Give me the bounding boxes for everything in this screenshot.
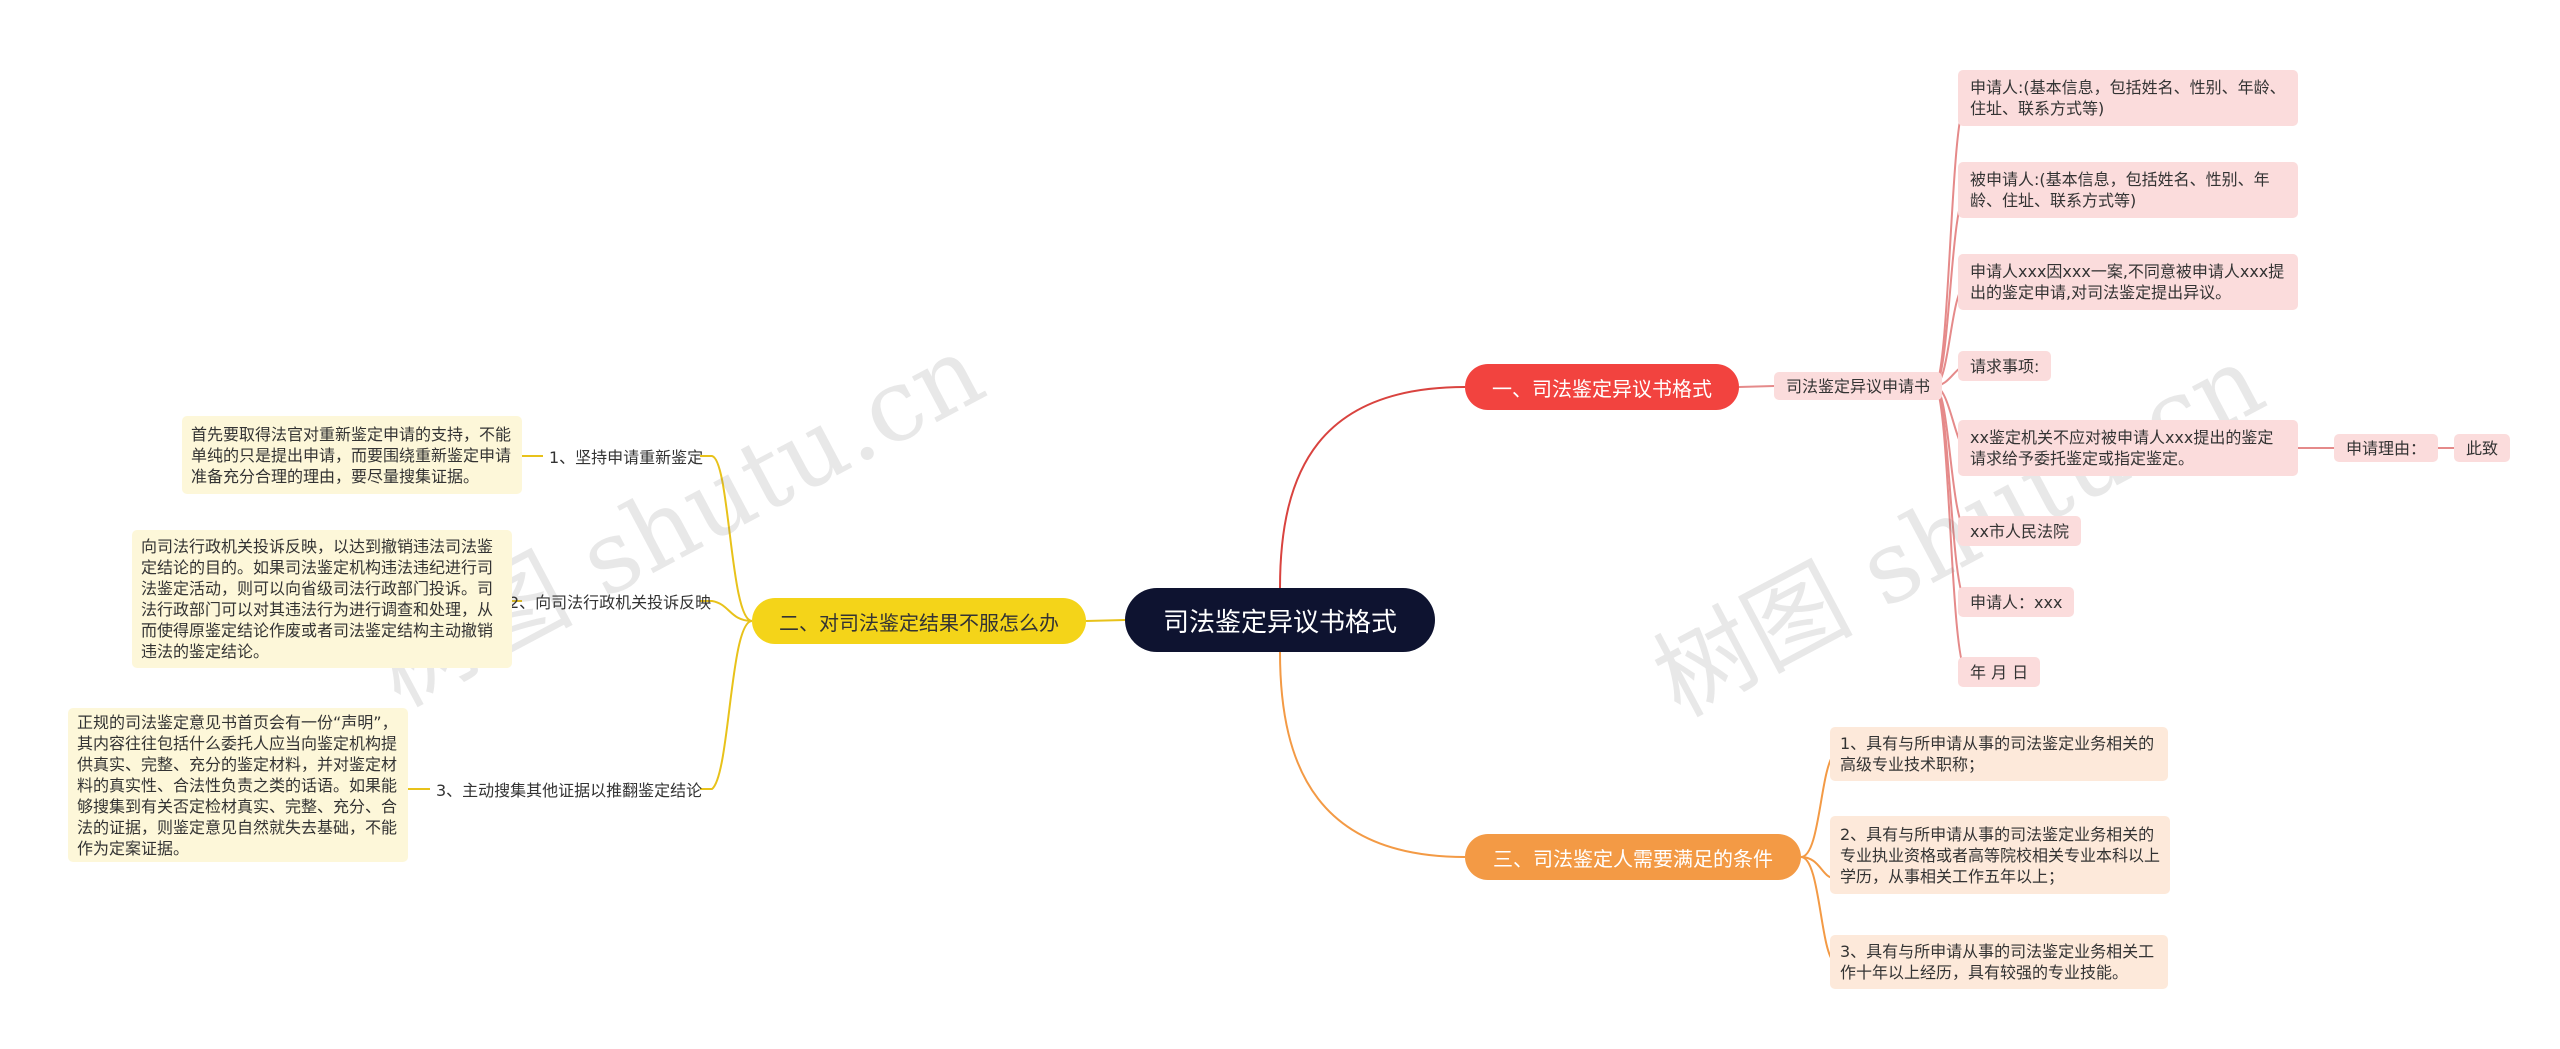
objection-statement-item[interactable]: 申请人xxx因xxx一案,不同意被申请人xxx提出的鉴定申请,对司法鉴定提出异议… bbox=[1958, 254, 2298, 310]
condition-2-item[interactable]: 2、具有与所申请从事的司法鉴定业务相关的专业执业资格或者高等院校相关专业本科以上… bbox=[1830, 816, 2170, 894]
respondent-info-item[interactable]: 被申请人:(基本信息，包括姓名、性别、年龄、住址、联系方式等) bbox=[1958, 162, 2298, 218]
reason-value[interactable]: 此致 bbox=[2454, 434, 2511, 462]
branch-3-topic[interactable]: 三、司法鉴定人需要满足的条件 bbox=[1465, 834, 1801, 880]
branch-2-item-2-detail[interactable]: 向司法行政机关投诉反映，以达到撤销违法司法鉴定结论的目的。如果司法鉴定机构违法违… bbox=[132, 530, 512, 668]
condition-1-item[interactable]: 1、具有与所申请从事的司法鉴定业务相关的高级专业技术职称； bbox=[1830, 727, 2168, 781]
branch-1-topic[interactable]: 一、司法鉴定异议书格式 bbox=[1465, 364, 1739, 410]
link-branch1-child bbox=[1738, 385, 1775, 388]
branch-2-topic[interactable]: 二、对司法鉴定结果不服怎么办 bbox=[752, 598, 1086, 644]
applicant-signature-item[interactable]: 申请人：xxx bbox=[1958, 587, 2075, 617]
link-root-branch2 bbox=[1085, 619, 1126, 622]
root-topic[interactable]: 司法鉴定异议书格式 bbox=[1125, 588, 1435, 652]
branch-2-item-3-detail[interactable]: 正规的司法鉴定意见书首页会有一份“声明”，其内容往往包括什么委托人应当向鉴定机构… bbox=[68, 708, 408, 862]
link-root-branch1 bbox=[1279, 386, 1466, 589]
court-item[interactable]: xx市人民法院 bbox=[1958, 516, 2081, 546]
request-matters-item[interactable]: 请求事项: bbox=[1958, 351, 2052, 381]
condition-3-item[interactable]: 3、具有与所申请从事的司法鉴定业务相关工作十年以上经历，具有较强的专业技能。 bbox=[1830, 935, 2168, 989]
branch-1-child-topic[interactable]: 司法鉴定异议申请书 bbox=[1774, 372, 1943, 400]
branch-2-item-1-label[interactable]: 1、坚持申请重新鉴定 bbox=[549, 448, 704, 467]
link-root-branch3 bbox=[1279, 651, 1466, 858]
branch-2-item-1-detail[interactable]: 首先要取得法官对重新鉴定申请的支持，不能单纯的只是提出申请，而要围绕重新鉴定申请… bbox=[182, 416, 522, 494]
date-item[interactable]: 年 月 日 bbox=[1958, 657, 2041, 687]
request-content-item[interactable]: xx鉴定机关不应对被申请人xxx提出的鉴定请求给予委托鉴定或指定鉴定。 bbox=[1958, 420, 2298, 476]
branch-2-item-3-label[interactable]: 3、主动搜集其他证据以推翻鉴定结论 bbox=[436, 781, 703, 800]
branch-2-item-2-label[interactable]: 2、向司法行政机关投诉反映 bbox=[509, 593, 712, 612]
applicant-info-item[interactable]: 申请人:(基本信息，包括姓名、性别、年龄、住址、联系方式等) bbox=[1958, 70, 2298, 126]
reason-label[interactable]: 申请理由： bbox=[2334, 434, 2439, 462]
